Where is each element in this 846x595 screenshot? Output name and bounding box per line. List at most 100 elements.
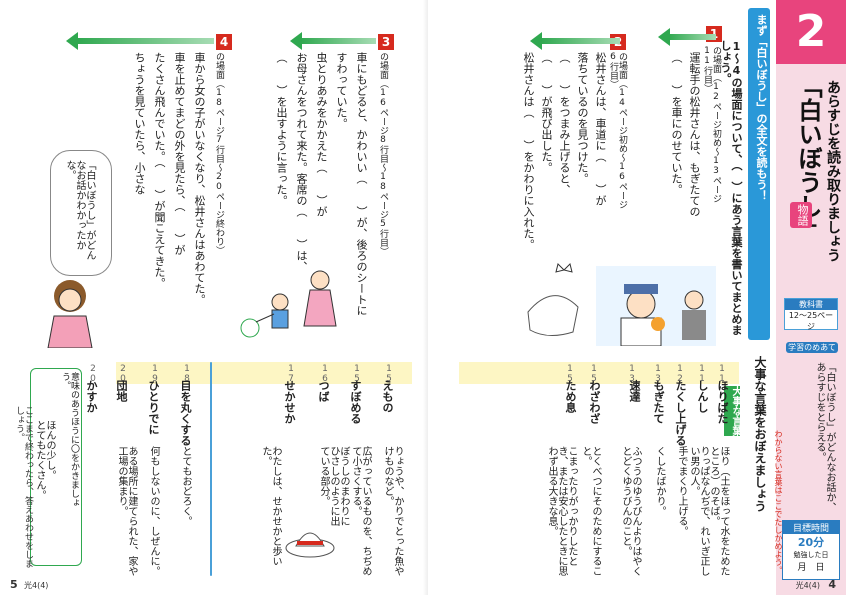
speech-bubble <box>50 150 112 276</box>
instruction-bar <box>748 8 770 340</box>
vocab-divider <box>210 362 212 576</box>
hat-butterfly-illustration <box>527 263 579 336</box>
vl-num-8: 20 <box>88 364 98 384</box>
scene-2-line-2: 落ちているのを見つけた。 <box>576 52 589 184</box>
scene-4-line-2: 車を止めてまどの外を見たら、（ ）が <box>173 52 186 256</box>
footer-note: ここまで終わったら、答えあわせをしましょう。 <box>14 406 33 568</box>
girl-dress <box>47 315 93 348</box>
scene-3-number: 3 <box>378 34 394 50</box>
quiz-option-1[interactable]: ほんの少し。 <box>44 420 55 480</box>
scene-3-line-4: お母さんをつれて来た。客席の（ ）は、 <box>295 52 308 272</box>
vocab-section-title: 大事な言葉をおぼえましょう <box>753 356 767 512</box>
vocab-header-word: 大事な言葉 <box>724 386 741 436</box>
vr-def-2: りっぱなんぢで、れいぎ正しい男の人。 <box>688 446 709 576</box>
vl-num-3: 16 <box>320 364 330 384</box>
scene-4-line-4: ちょうを見ていたら、小さな <box>133 52 146 195</box>
vl-num-4: 17 <box>286 364 296 384</box>
goal-label: 学習のめあて <box>786 342 838 353</box>
vr-def-1: ほり（土をほって水をためたところ）のそば。 <box>708 446 729 576</box>
quiz-box <box>30 368 82 566</box>
unit-side-band <box>776 0 846 595</box>
month-label: 月 <box>797 563 807 573</box>
scene-4-arrow <box>66 32 214 50</box>
bug-net <box>240 318 260 338</box>
textbook-box: 教科書 12～25ページ <box>784 298 838 331</box>
scene-4-title: の場面（18ページ7行目～20ページ終わり） <box>214 52 224 255</box>
unit-number: 2 <box>776 0 846 64</box>
vr-num-4: 13 <box>653 364 663 384</box>
quiz-option-2[interactable]: とてもたくさん。 <box>34 420 45 500</box>
scene-3-line-3: 虫とりあみをかかえた（ ）が <box>315 52 328 217</box>
vr-num-6: 15 <box>589 364 599 384</box>
vl-def-3: ぼうしのまわりにひさしのように出ている部分。 <box>318 446 349 526</box>
vl-num-6: 19 <box>150 364 160 384</box>
scene-2-arrow <box>530 32 620 50</box>
task-text: 1～4の場面について、（ ）にあう言葉を書いてまとめましょう。 <box>719 40 743 336</box>
vl-def-4: わたしは、せかせかと歩いた。 <box>260 446 281 566</box>
vl-num-7: 20 <box>118 364 128 384</box>
vl-word-3: つば <box>317 380 330 402</box>
white-hat <box>527 295 579 336</box>
instruction-text: まず「白いぼうし」の全文を読もう！ <box>755 14 768 201</box>
scene-2-line-3: （ ）をつまみ上げると、 <box>558 52 571 195</box>
page-code-right: 光4(4) <box>795 581 820 590</box>
vr-num-5: 13 <box>627 364 637 384</box>
scene-1-line-1: 運転手の松井さんは、もぎたての <box>688 52 701 217</box>
vl-num-2: 15 <box>352 364 362 384</box>
vr-def-7: こまったりがっかりしたとき、または安心したときに思わず出る大きな息。 <box>546 446 577 576</box>
vr-word-3: たくし上げる <box>674 380 687 446</box>
mother-dress <box>303 289 337 327</box>
vl-word-4: せかせか <box>283 380 296 424</box>
passenger-body <box>682 310 706 340</box>
vr-num-7: 15 <box>565 364 575 384</box>
vr-word-5: 速達 <box>628 380 641 402</box>
study-date-label: 勉強した日 <box>793 551 829 559</box>
vocab-left-word-row <box>116 362 412 384</box>
right-page: 2 「白いぼうし」 物語 あらすじを読み取りましょう 教科書 12～25ページ … <box>423 0 846 595</box>
scene-3-line-5: （ ）を出すように言った。 <box>275 52 288 206</box>
driver-illustration <box>596 266 716 346</box>
vl-def-7: ある場所に建てられた、家や工場の集まり。 <box>116 446 137 576</box>
girl-illustration <box>47 280 93 348</box>
scene-1-arrow <box>658 28 716 46</box>
vl-def-2: 広がっているものを、ちぢめて小さくする。 <box>350 446 371 576</box>
vr-def-5: ふつうのゆうびんよりはやくとどくゆうびんのこと。 <box>620 446 641 576</box>
vl-word-1: えもの <box>381 380 394 413</box>
vr-num-3: 12 <box>675 364 685 384</box>
vl-word-5: 目を丸くする <box>179 380 192 446</box>
scene-3-arrow <box>290 32 376 50</box>
vl-def-5: とてもおどろく。 <box>180 446 191 526</box>
vr-def-6: とくべつにそのためにすること。 <box>580 446 601 576</box>
children-illustration <box>240 270 337 338</box>
textbook-pages: 12～25ページ <box>788 311 834 331</box>
boy-shirt <box>271 309 289 329</box>
scene-2-line-4: （ ）が飛び出した。 <box>540 52 553 173</box>
vl-word-6: ひとりでに <box>147 380 160 435</box>
genre-badge: 物語 <box>790 202 812 228</box>
vl-word-2: すぼめる <box>349 380 362 424</box>
day-label: 日 <box>815 563 825 573</box>
time-minutes: 20分 <box>797 536 825 549</box>
vr-num-1: 11 <box>717 364 727 384</box>
boy-face <box>271 293 289 311</box>
scene-4-line-1: 車から女の子がいなくなり、松井さんはあわてた。 <box>193 52 206 305</box>
vr-def-3: 手でまくり上げる。 <box>676 446 687 536</box>
scene-3-title: の場面（16ページ8行目～18ページ5行目） <box>378 52 388 256</box>
page-code-left: 光4(4) <box>24 581 49 590</box>
goal-text: 「白いぼうし」がどんなお話か、あらすじをとらえる。 <box>814 362 835 512</box>
scene-2-line-5: 松井さんは（ ）をかわりに入れた。 <box>522 52 535 250</box>
girl-face <box>58 288 82 312</box>
passenger-face <box>684 290 704 310</box>
driver-cap <box>624 284 658 294</box>
page-gutter <box>418 0 428 595</box>
scene-3-line-1: 車にもどると、かわいい（ ）が、後ろのシートに <box>355 52 368 316</box>
scene-2-title: の場面（14ページ初め～16ページ6行目） <box>608 52 627 209</box>
scene-4-number: 4 <box>216 34 232 50</box>
hat-illustration <box>285 532 335 558</box>
driver-face <box>626 289 656 319</box>
vl-def-6: 何もしないのに、しぜんに。 <box>148 446 159 576</box>
vl-word-8: かすか <box>85 380 98 413</box>
vl-num-5: 18 <box>182 364 192 384</box>
scene-2-line-1: 松井さんは、車道に（ ）が <box>594 52 607 206</box>
time-label: 目標時間 <box>783 521 839 534</box>
